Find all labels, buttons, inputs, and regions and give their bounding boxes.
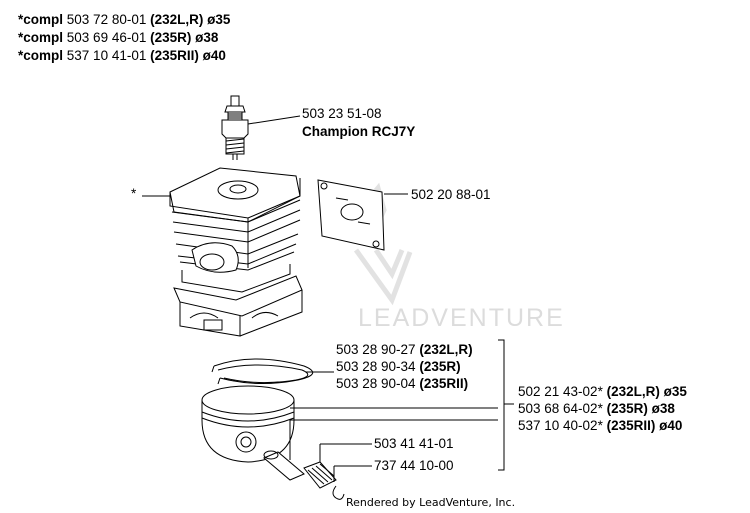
watermark-text: LEADVENTURE	[358, 304, 565, 332]
needle-bearing-drawing	[303, 461, 337, 489]
cylinder-drawing	[169, 167, 303, 337]
spark-plug-drawing	[221, 95, 249, 160]
piston-pin-drawing	[263, 450, 305, 481]
spark-plug-part-number: 503 23 51-08	[302, 106, 382, 121]
header-line-3: *compl 537 10 41-01 (235RII) ø40	[18, 48, 226, 63]
leader-needle-bearing	[319, 443, 372, 462]
piston-drawing	[201, 385, 295, 463]
piston-ring-line-1: 503 28 90-27 (232L,R)	[336, 342, 473, 357]
rendered-by-footer: Rendered by LeadVenture, Inc.	[346, 496, 516, 509]
piston-ring-line-3: 503 28 90-04 (235RII)	[336, 376, 469, 391]
circlip-drawing	[332, 485, 345, 500]
leader-circlip	[333, 465, 372, 482]
cylinder-marker: *	[131, 186, 137, 201]
leader-piston-pin	[289, 419, 498, 460]
piston-line-2: 503 68 64-02* (235R) ø38	[518, 401, 675, 416]
header-line-1: *compl 503 72 80-01 (232L,R) ø35	[18, 12, 231, 27]
needle-bearing-part-number: 737 44 10-00	[374, 458, 454, 473]
group-bracket	[498, 339, 505, 471]
cylinder-gasket-drawing	[317, 179, 385, 251]
piston-ring-line-2: 503 28 90-34 (235R)	[336, 359, 461, 374]
header-line-2: *compl 503 69 46-01 (235R) ø38	[18, 30, 219, 45]
piston-line-3: 537 10 40-02* (235RII) ø40	[518, 418, 683, 433]
leader-spark-plug	[247, 115, 301, 125]
gasket-part-number: 502 20 88-01	[411, 187, 491, 202]
piston-pin-part-number: 503 41 41-01	[374, 436, 454, 451]
piston-ring-drawing	[211, 358, 314, 385]
spark-plug-name: Champion RCJ7Y	[302, 124, 416, 139]
piston-line-1: 502 21 43-02* (232L,R) ø35	[518, 384, 687, 399]
